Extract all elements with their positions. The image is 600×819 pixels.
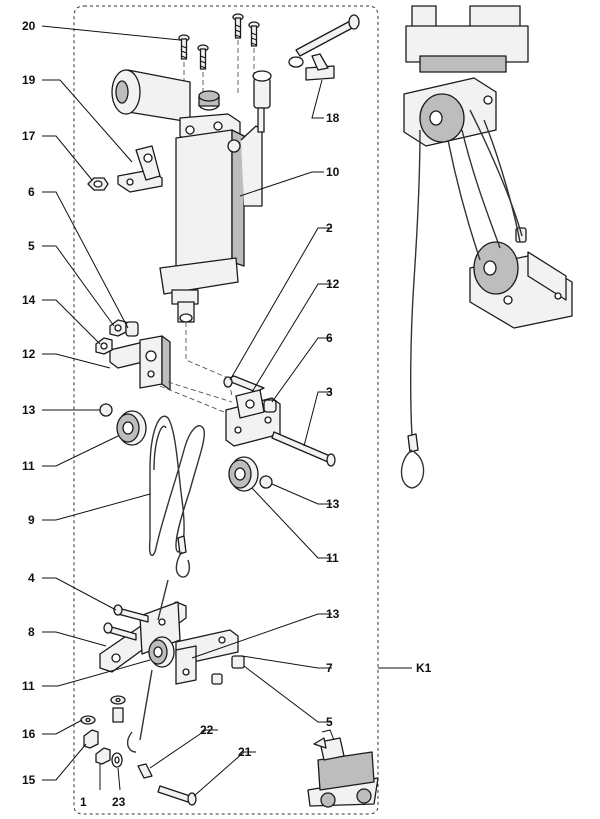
callout-k1: K1 — [416, 661, 432, 675]
callout-2: 2 — [326, 221, 333, 235]
callout-12-left: 12 — [22, 347, 36, 361]
callout-11-right: 11 — [326, 551, 339, 565]
callout-13-right: 13 — [326, 497, 340, 511]
screw-20-group — [178, 13, 260, 112]
bracket-12-left — [95, 319, 233, 413]
callout-5-left: 5 — [28, 239, 35, 253]
callout-8: 8 — [28, 625, 35, 639]
hardware-small-parts — [80, 695, 197, 806]
callout-17: 17 — [22, 129, 36, 143]
assembled-view — [400, 5, 573, 489]
pin-18 — [288, 14, 360, 81]
linear-actuator — [111, 69, 272, 397]
nut-17 — [87, 177, 109, 191]
callout-6-left: 6 — [28, 185, 35, 199]
leader-lines — [41, 25, 332, 797]
callout-14: 14 — [22, 293, 36, 307]
pulley-11-right — [228, 456, 273, 492]
callout-13-left: 13 — [22, 403, 36, 417]
kit-frame — [73, 5, 379, 815]
bracket-12-right — [223, 375, 336, 467]
cable-9 — [148, 415, 205, 578]
callout-7: 7 — [326, 661, 333, 675]
callout-6-right: 6 — [326, 331, 333, 345]
callout-10: 10 — [326, 165, 340, 179]
callout-23: 23 — [112, 795, 126, 809]
callout-1: 1 — [80, 795, 87, 809]
callout-5-right: 5 — [326, 715, 333, 729]
callout-19: 19 — [22, 73, 36, 87]
callout-18: 18 — [326, 111, 340, 125]
callout-4: 4 — [28, 571, 35, 585]
callout-15: 15 — [22, 773, 36, 787]
callout-22: 22 — [200, 723, 214, 737]
callout-16: 16 — [22, 727, 36, 741]
callout-21: 21 — [238, 745, 252, 759]
pulley-11-left — [99, 403, 147, 446]
callout-12-right: 12 — [326, 277, 340, 291]
callout-9: 9 — [28, 513, 35, 527]
callout-13-lower-right: 13 — [326, 607, 340, 621]
callout-11-upper-left: 11 — [22, 459, 35, 473]
callout-3: 3 — [326, 385, 333, 399]
machine-thumbnail — [307, 729, 379, 808]
bracket-19 — [117, 145, 163, 193]
bracket-7 — [139, 579, 245, 741]
callout-labels: 20 19 17 6 5 14 12 13 11 9 4 8 11 16 15 … — [22, 19, 432, 809]
callout-20-left: 20 — [22, 19, 36, 33]
callout-11-lower-left: 11 — [22, 679, 35, 693]
